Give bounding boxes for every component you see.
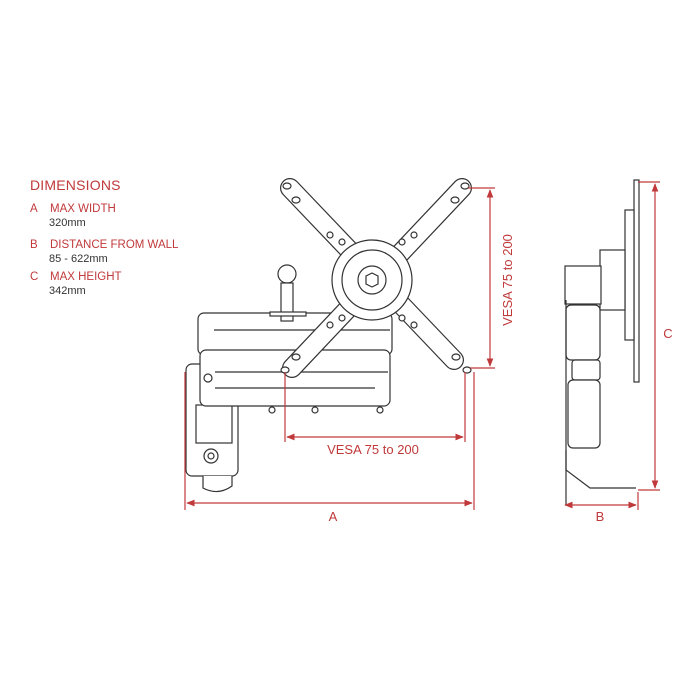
dimensions-legend: DIMENSIONS A MAX WIDTH 320mm B DISTANCE FR… [30,177,178,303]
dimension-label-a: A [329,509,338,524]
legend-letter: C [30,271,39,283]
legend-item-c: C MAX HEIGHT 342mm [30,271,178,297]
legend-item-a: A MAX WIDTH 320mm [30,203,178,229]
legend-label: DISTANCE FROM WALL [50,239,179,251]
legend-value: 85 - 622mm [49,253,108,265]
legend-value: 342mm [49,285,86,297]
dimension-label-b: B [596,509,605,524]
vesa-vertical-label: VESA 75 to 200 [500,234,515,326]
vesa-horizontal-label: VESA 75 to 200 [327,442,419,457]
dimension-lines [184,181,660,510]
legend-label: MAX WIDTH [50,203,116,215]
side-view [564,179,640,505]
legend-letter: A [30,203,38,215]
vesa-plate [280,178,472,378]
legend-item-b: B DISTANCE FROM WALL 85 - 622mm [30,239,178,265]
legend-value: 320mm [49,217,86,229]
legend-letter: B [30,239,38,251]
legend-label: MAX HEIGHT [50,271,122,283]
dimension-label-c: C [663,326,672,341]
legend-title: DIMENSIONS [30,177,121,193]
